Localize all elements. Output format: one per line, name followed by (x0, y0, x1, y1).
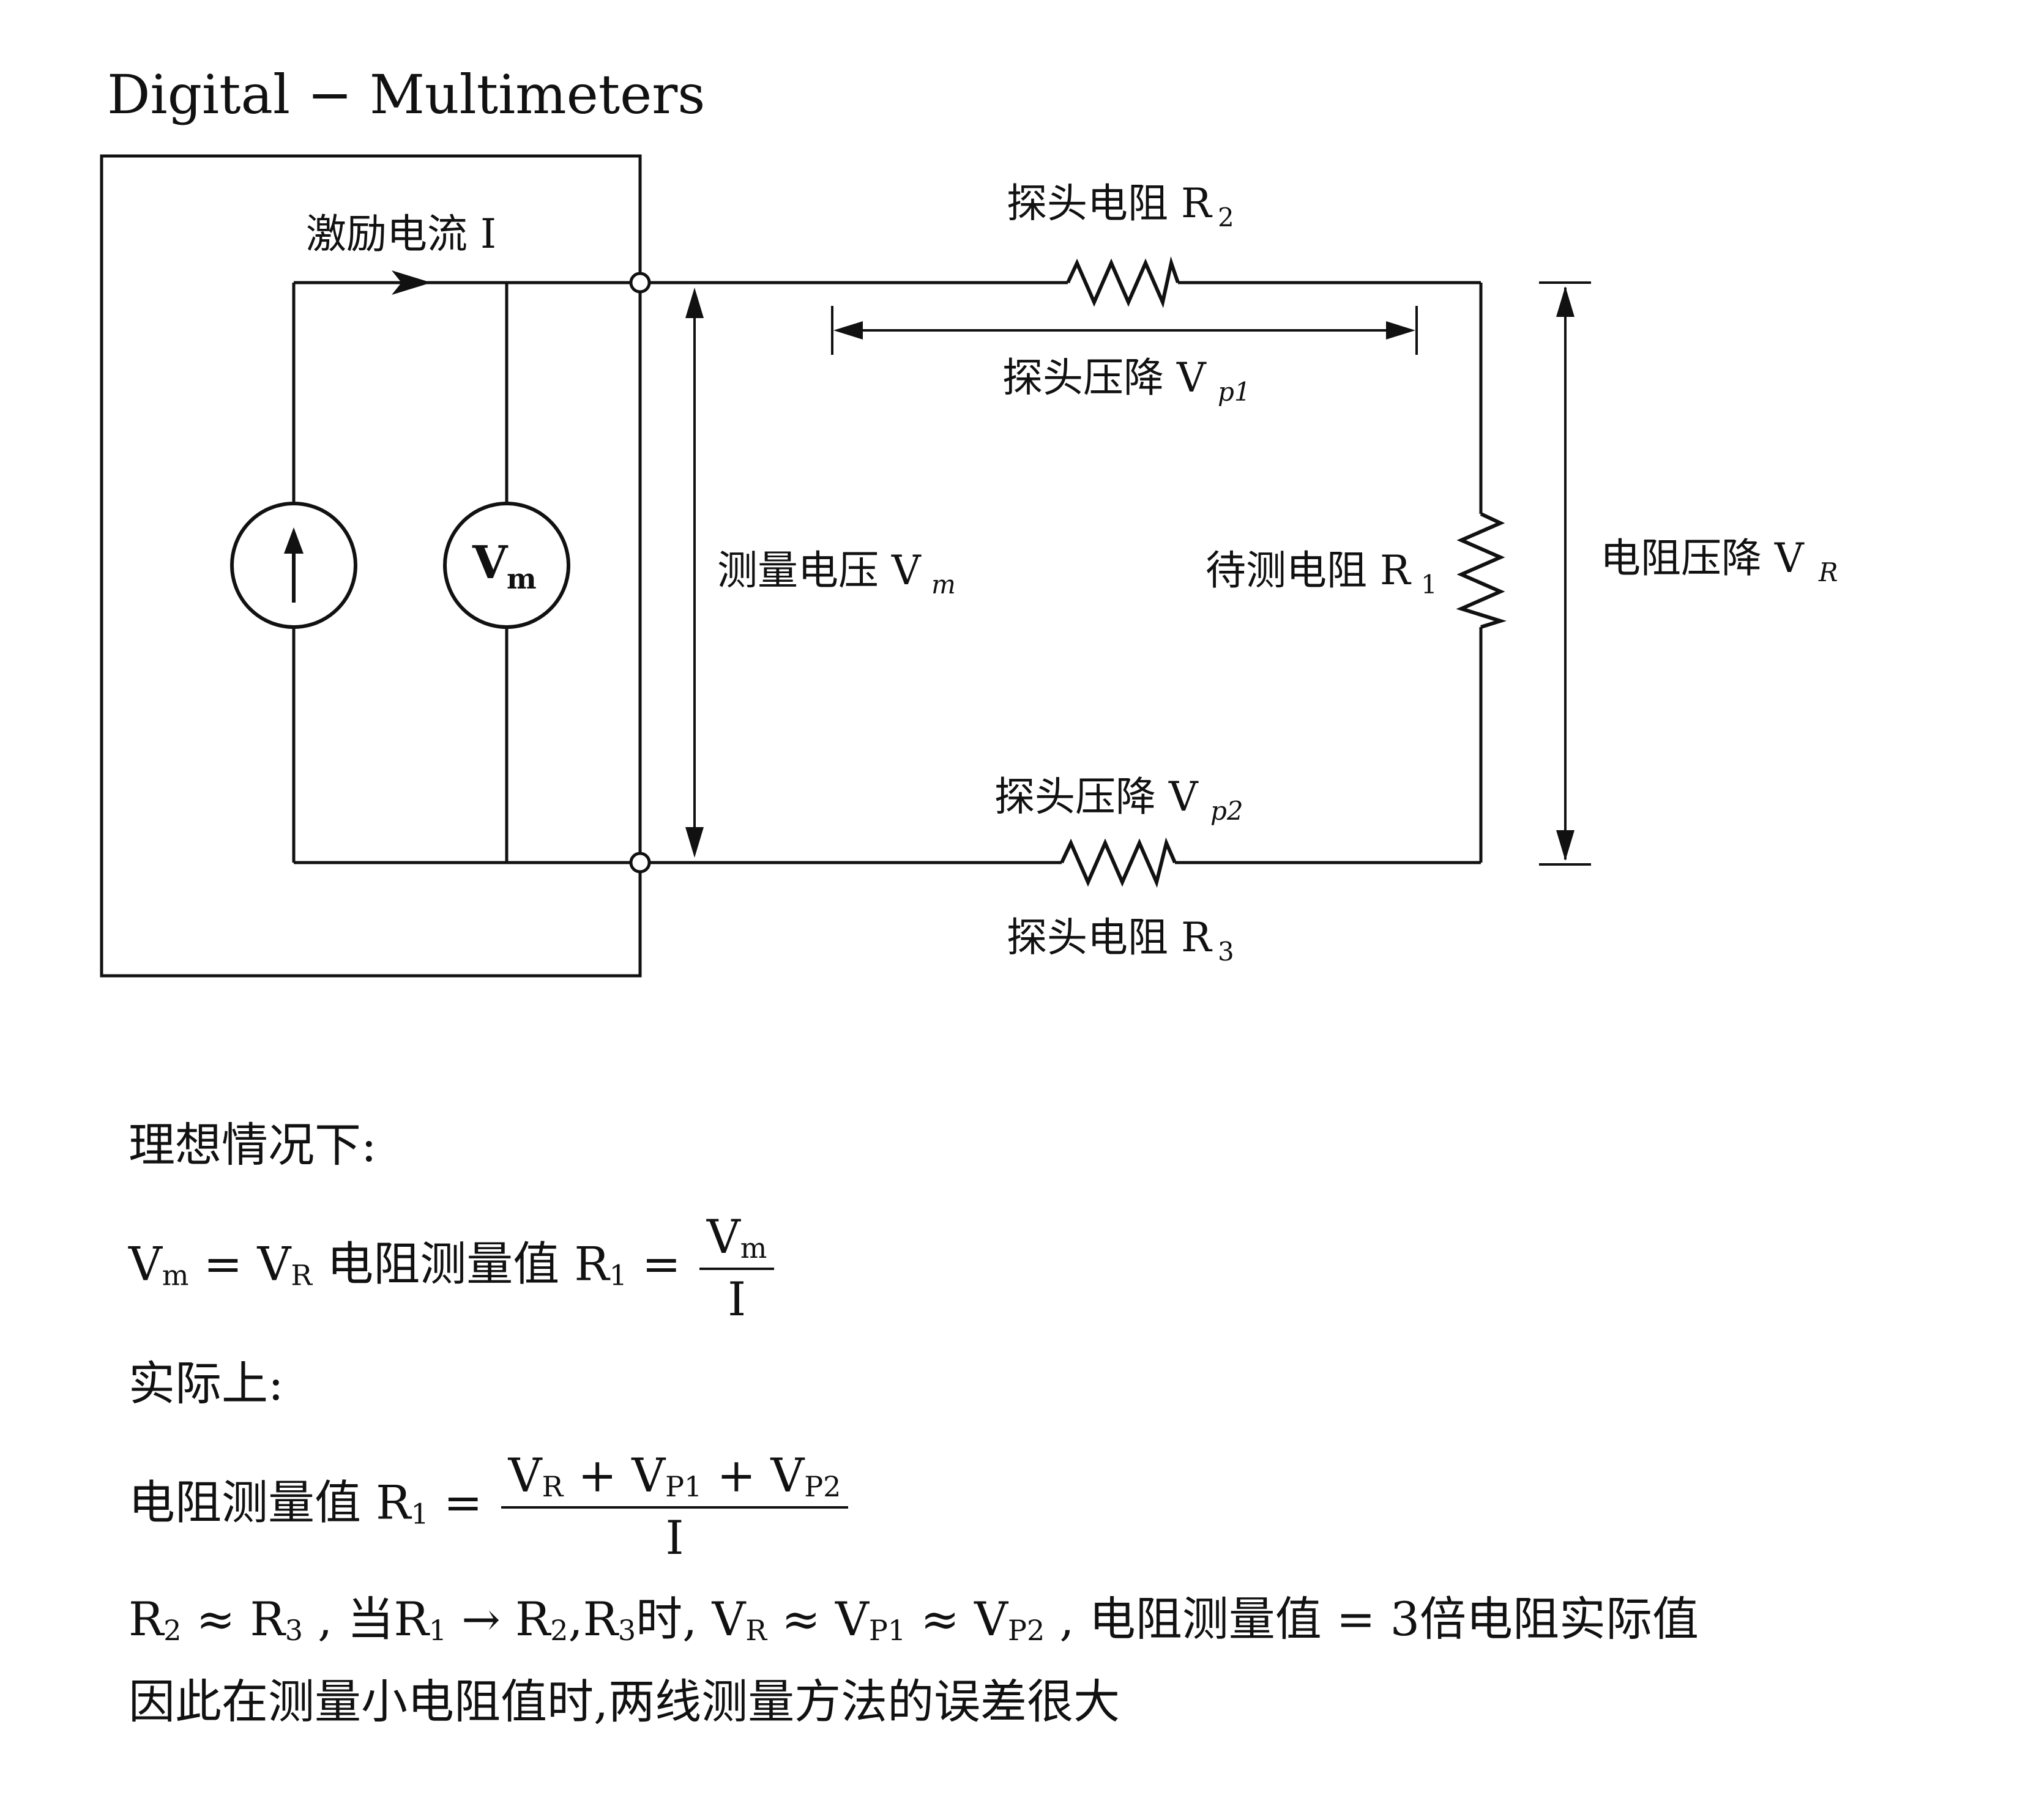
label-r2: 探头电阻 R (1007, 180, 1213, 227)
resistor-r3 (1060, 837, 1177, 888)
vm-measurement-arrow (685, 288, 704, 858)
eq2-denominator: I (665, 1510, 684, 1565)
label-vr: 电阻压降 V (1600, 535, 1805, 582)
label-r3-sub: 3 (1218, 937, 1234, 967)
resistor-r2 (1066, 256, 1180, 308)
label-vm-measured: 测量电压 V (717, 547, 922, 594)
terminal-bottom (629, 852, 651, 874)
conclusion-text: 因此在测量小电阻值时,两线测量方法的误差很大 (129, 1674, 1120, 1729)
eq2-prefix-sub: 1 (411, 1497, 429, 1531)
voltmeter-symbol: V m (443, 502, 570, 629)
eq1-vm: V (129, 1236, 162, 1291)
multimeter-box (100, 154, 642, 978)
label-r1: 待测电阻 R (1206, 547, 1412, 594)
vr-measurement-arrow (1539, 281, 1591, 866)
eq1-middle-text: 电阻测量值 R (312, 1236, 609, 1291)
actual-heading: 实际上: (129, 1356, 284, 1411)
label-vm-measured-sub: m (931, 570, 956, 600)
internal-wiring (292, 281, 640, 864)
label-vp2: 探头压降 V (994, 773, 1199, 820)
ideal-heading: 理想情况下: (129, 1118, 377, 1172)
label-vp2-sub: p2 (1210, 796, 1243, 826)
eq1-r1-sub: 1 (609, 1258, 627, 1292)
vp1-measurement-arrow (831, 306, 1418, 355)
excitation-current-label: 激励电流 I (306, 210, 496, 258)
label-vp1-sub: p1 (1218, 377, 1251, 407)
eq1-denominator: I (728, 1271, 747, 1326)
eq2-prefix: 电阻测量值 R (129, 1475, 411, 1530)
eq2-equals: = (428, 1475, 498, 1530)
diagram-title: Digital − Multimeters (107, 63, 705, 126)
label-vp1: 探头压降 V (1002, 354, 1207, 401)
external-wiring (640, 281, 1483, 864)
label-r3: 探头电阻 R (1007, 914, 1213, 961)
eq1-equals: = (188, 1236, 258, 1291)
voltmeter-label-sub: m (507, 562, 537, 595)
voltmeter-label: V (472, 537, 509, 589)
terminal-top (629, 272, 651, 294)
eq1-numerator: Vm (699, 1211, 775, 1270)
resistor-r1 (1456, 512, 1507, 629)
eq1-vr: V (257, 1236, 291, 1291)
eq1-vr-sub: R (291, 1258, 313, 1292)
eq1-equals-2: = (627, 1236, 696, 1291)
current-direction-arrow (392, 270, 431, 295)
eq2-numerator: VR + VP1 + VP2 (501, 1450, 849, 1509)
label-r1-sub: 1 (1421, 570, 1437, 600)
eq1-vm-sub: m (162, 1258, 189, 1292)
label-r2-sub: 2 (1218, 202, 1234, 232)
label-vr-sub: R (1818, 557, 1838, 587)
current-source-symbol (230, 502, 357, 629)
approximation-line: R2 ≈ R3 , 当R1 → R2,R3时, VR ≈ VP1 ≈ VP2 ,… (129, 1592, 1699, 1647)
